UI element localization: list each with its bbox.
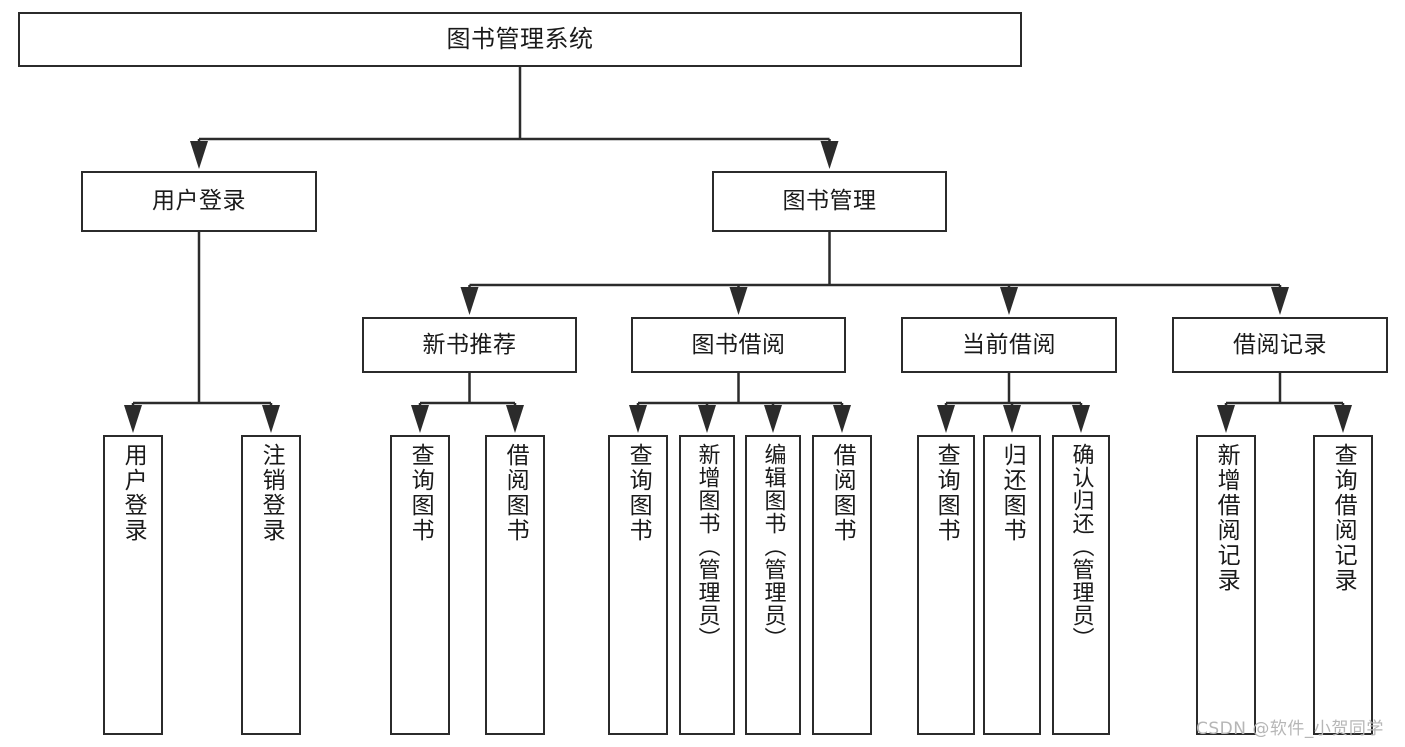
node-label: 编辑图书（管理员） [760, 443, 786, 650]
arrowhead-icon [506, 405, 524, 433]
node-leaf-12[interactable]: 新增借阅记录 [1196, 435, 1256, 735]
node-root[interactable]: 图书管理系统 [18, 12, 1022, 67]
arrowhead-icon [1271, 287, 1289, 315]
watermark: CSDN @软件_小贺同学 [1196, 719, 1384, 739]
node-label: 用户登录 [152, 188, 246, 215]
arrowhead-icon [1072, 405, 1090, 433]
node-leaf-5[interactable]: 查询图书 [608, 435, 668, 735]
node-label: 用户登录 [120, 443, 147, 543]
node-leaf-8[interactable]: 借阅图书 [812, 435, 872, 735]
node-leaf-13[interactable]: 查询借阅记录 [1313, 435, 1373, 735]
node-leaf-9[interactable]: 查询图书 [917, 435, 975, 735]
node-user-login[interactable]: 用户登录 [81, 171, 317, 232]
node-label: 查询借阅记录 [1330, 443, 1357, 593]
arrowhead-icon [833, 405, 851, 433]
node-leaf-4[interactable]: 借阅图书 [485, 435, 545, 735]
node-label: 新书推荐 [422, 331, 517, 358]
arrowhead-icon [698, 405, 716, 433]
node-leaf-10[interactable]: 归还图书 [983, 435, 1041, 735]
node-label: 确认归还（管理员） [1068, 443, 1094, 650]
arrowhead-icon [937, 405, 955, 433]
node-book-manage[interactable]: 图书管理 [712, 171, 947, 232]
node-label: 图书借阅 [691, 331, 786, 358]
node-leaf-2[interactable]: 注销登录 [241, 435, 301, 735]
arrowhead-icon [629, 405, 647, 433]
node-leaf-11[interactable]: 确认归还（管理员） [1052, 435, 1110, 735]
node-leaf-7[interactable]: 编辑图书（管理员） [745, 435, 801, 735]
node-label: 查询图书 [933, 443, 960, 543]
node-label: 借阅图书 [502, 443, 529, 543]
arrowhead-icon [190, 141, 208, 169]
node-label: 新增借阅记录 [1213, 443, 1240, 593]
node-label: 图书管理 [782, 188, 877, 215]
node-label: 借阅图书 [829, 443, 856, 543]
arrowhead-icon [729, 287, 748, 315]
arrowhead-icon [1000, 287, 1018, 315]
node-leaf-6[interactable]: 新增图书（管理员） [679, 435, 735, 735]
node-label: 图书管理系统 [446, 24, 594, 53]
node-leaf-1[interactable]: 用户登录 [103, 435, 163, 735]
node-label: 注销登录 [258, 443, 285, 543]
node-label: 查询图书 [625, 443, 652, 543]
arrowhead-icon [411, 405, 429, 433]
arrowhead-icon [262, 405, 280, 433]
arrowhead-icon [1334, 405, 1352, 433]
node-book-borrow[interactable]: 图书借阅 [631, 317, 846, 373]
arrowhead-icon [124, 405, 142, 433]
node-borrow-record[interactable]: 借阅记录 [1172, 317, 1388, 373]
arrowhead-icon [820, 141, 839, 169]
node-label: 查询图书 [407, 443, 434, 543]
node-leaf-3[interactable]: 查询图书 [390, 435, 450, 735]
node-label: 新增图书（管理员） [694, 443, 720, 650]
node-label: 借阅记录 [1233, 331, 1327, 358]
node-label: 当前借阅 [962, 331, 1056, 358]
node-label: 归还图书 [999, 443, 1026, 543]
node-new-book-rec[interactable]: 新书推荐 [362, 317, 577, 373]
arrowhead-icon [1217, 405, 1235, 433]
node-current-borrow[interactable]: 当前借阅 [901, 317, 1117, 373]
arrowhead-icon [764, 405, 782, 433]
arrowhead-icon [1003, 405, 1021, 433]
arrowhead-icon [460, 287, 479, 315]
